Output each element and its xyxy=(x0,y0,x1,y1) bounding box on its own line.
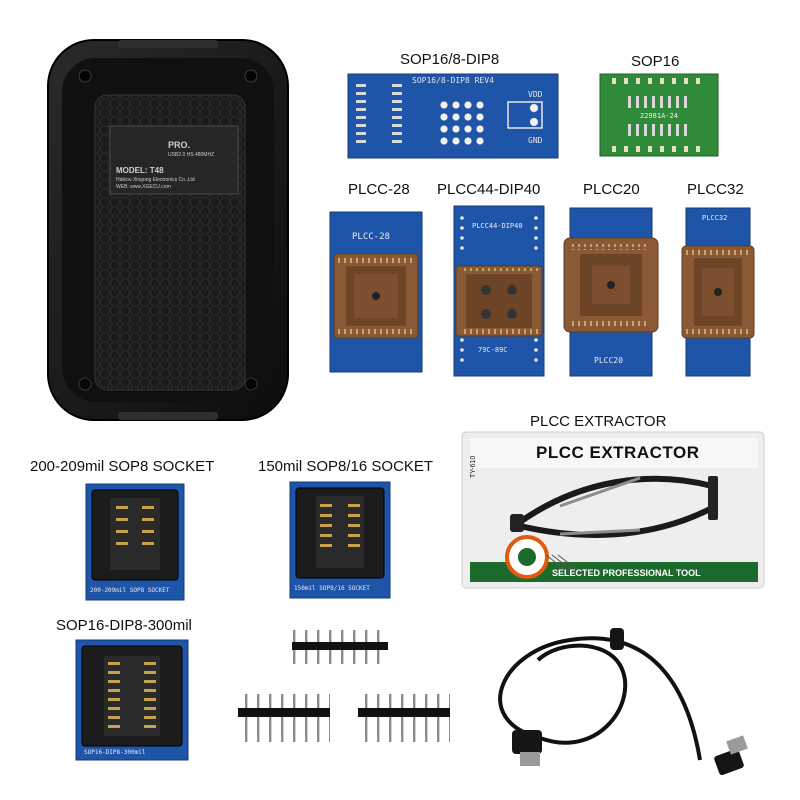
label-plcc28: PLCC-28 xyxy=(348,181,410,198)
plcc44-silk-2: 79C-89C xyxy=(478,346,508,354)
sop16-silk: 22981A-24 xyxy=(640,112,678,120)
device-brand: PRO. xyxy=(168,140,191,150)
plcc28-silk: PLCC-28 xyxy=(352,232,390,242)
device-model: MODEL: T48 xyxy=(116,166,164,175)
label-plcc-extractor: PLCC EXTRACTOR xyxy=(530,413,667,430)
label-plcc20: PLCC20 xyxy=(583,181,640,198)
sop16-dip8-silk: SOP16/8-DIP8 REV4 xyxy=(412,76,494,85)
plcc20-silk: PLCC20 xyxy=(594,356,623,365)
label-sop16-dip8-300mil: SOP16-DIP8-300mil xyxy=(56,617,192,634)
label-plcc32: PLCC32 xyxy=(687,181,744,198)
device-label-plate: PRO. USB2.0 HS 480MHZ MODEL: T48 Haikou … xyxy=(110,126,238,194)
label-sop8-200mil: 200-209mil SOP8 SOCKET xyxy=(30,458,215,475)
sop16-300-silk: SOP16-DIP8-300mil xyxy=(84,749,146,756)
extractor-footer: SELECTED PROFESSIONAL TOOL xyxy=(552,568,701,578)
plcc32-silk: PLCC32 xyxy=(702,214,728,222)
label-sop8-150mil: 150mil SOP8/16 SOCKET xyxy=(258,458,434,475)
label-plcc44-dip40: PLCC44-DIP40 xyxy=(437,181,541,198)
sop8-150-silk: 150mil SOP8/16 SOCKET xyxy=(294,585,370,592)
device-web: WEB: www.XGECU.com xyxy=(116,184,171,190)
device-maker: Haikou Xingong Electronics Co.,Ltd xyxy=(116,177,195,183)
gnd-silk: GND xyxy=(528,136,543,145)
sop8-200-silk: 200-209mil SOP8 SOCKET xyxy=(90,587,170,594)
vdd-silk: VDD xyxy=(528,90,543,99)
plcc44-silk: PLCC44-DIP40 xyxy=(472,222,523,230)
label-sop16-dip8: SOP16/8-DIP8 xyxy=(400,51,500,68)
extractor-header: PLCC EXTRACTOR xyxy=(536,443,700,462)
device-spec: USB2.0 HS 480MHZ xyxy=(168,152,215,158)
label-sop16: SOP16 xyxy=(631,53,680,70)
